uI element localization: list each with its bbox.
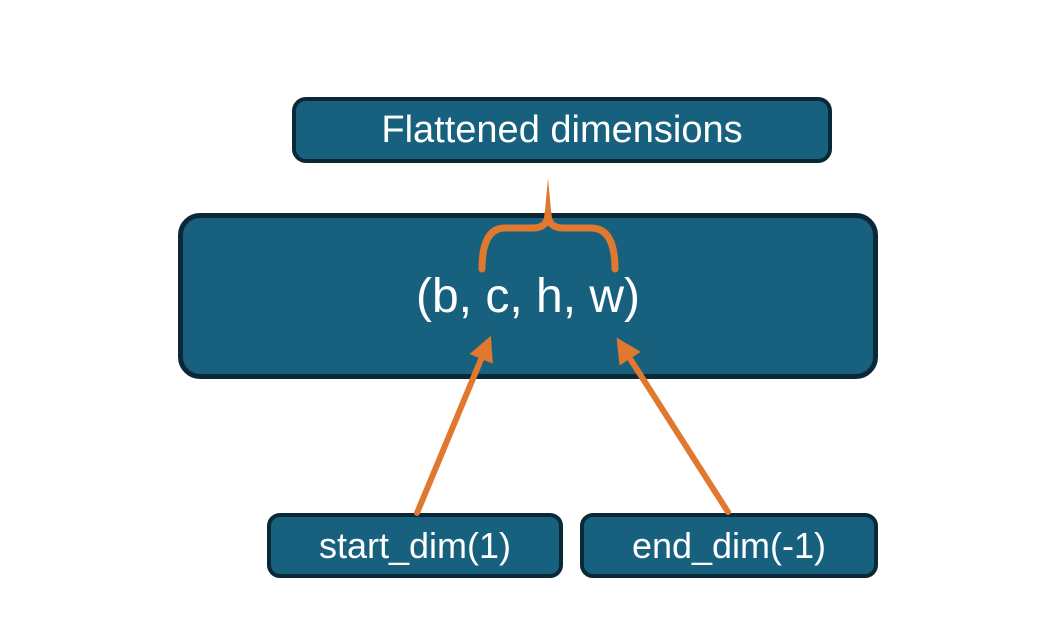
tensor-shape-label: (b, c, h, w) xyxy=(415,269,641,323)
start-dim-node: start_dim(1) xyxy=(267,513,563,578)
flattened-dimensions-label: Flattened dimensions xyxy=(381,108,743,151)
end-dim-label: end_dim(-1) xyxy=(631,524,827,566)
end-dim-node: end_dim(-1) xyxy=(580,513,878,578)
tensor-shape-node: (b, c, h, w) xyxy=(178,213,878,379)
flattened-dimensions-node: Flattened dimensions xyxy=(292,97,832,163)
start-dim-label: start_dim(1) xyxy=(318,524,512,566)
